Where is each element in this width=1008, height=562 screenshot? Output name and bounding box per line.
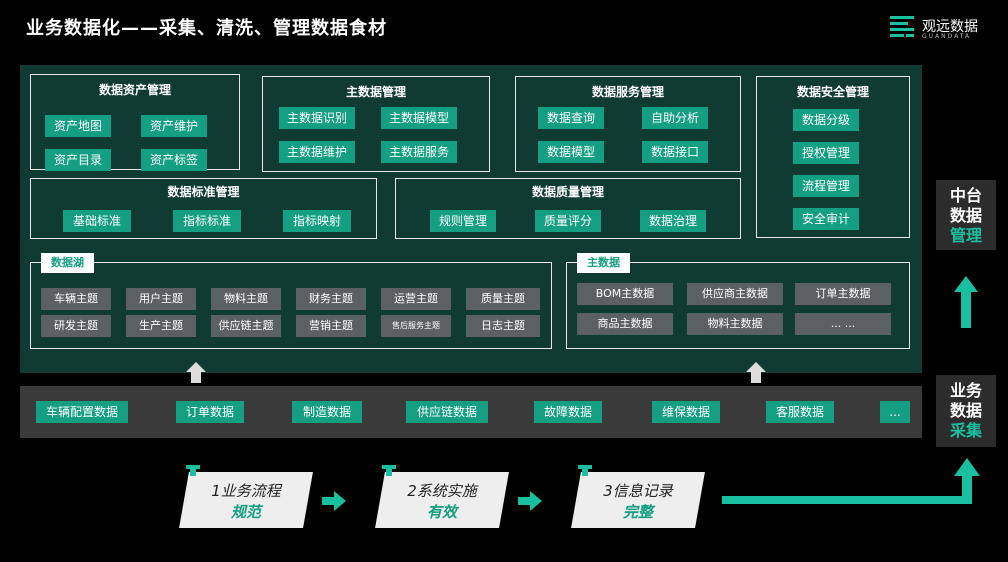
business-data-band: 车辆配置数据 订单数据 制造数据 供应链数据 故障数据 维保数据 客服数据 ..…	[20, 386, 922, 438]
master-maintain-button[interactable]: 主数据维护	[279, 141, 355, 163]
source-supply-chain[interactable]: 供应链数据	[406, 401, 488, 423]
asset-map-button[interactable]: 资产地图	[45, 115, 111, 137]
step-1: 1业务流程 规范	[179, 472, 313, 528]
side-bottom-line1: 业务	[949, 381, 982, 400]
pin-icon	[382, 465, 396, 476]
side-label-platform: 中台 数据 管理	[936, 180, 996, 250]
side-top-line3: 管理	[949, 226, 982, 245]
master-data-item[interactable]: 订单主数据	[795, 283, 891, 305]
step-3: 3信息记录 完整	[571, 472, 705, 528]
logo-name: 观远数据	[922, 19, 978, 35]
side-label-business: 业务 数据 采集	[936, 375, 996, 447]
elbow-arrow-icon	[722, 458, 980, 504]
data-lake-tag: 数据湖	[41, 253, 94, 273]
master-data-tag: 主数据	[577, 253, 630, 273]
lake-item[interactable]: 物料主题	[211, 288, 281, 310]
quality-mgmt-box: 数据质量管理 规则管理 质量评分 数据治理	[395, 178, 741, 239]
process-mgmt-button[interactable]: 流程管理	[793, 175, 859, 197]
side-bottom-line2: 数据	[949, 401, 982, 420]
service-mgmt-box: 数据服务管理 数据查询 自助分析 数据模型 数据接口	[515, 76, 741, 172]
lake-item[interactable]: 用户主题	[126, 288, 196, 310]
security-mgmt-title: 数据安全管理	[796, 85, 869, 99]
service-mgmt-title: 数据服务管理	[591, 85, 664, 99]
step-2: 2系统实施 有效	[375, 472, 509, 528]
basic-standard-button[interactable]: 基础标准	[63, 210, 131, 232]
middle-platform-panel: 数据资产管理 资产地图 资产维护 资产目录 资产标签 主数据管理 主数据识别 主…	[20, 65, 922, 373]
step-2-subtitle: 有效	[426, 503, 457, 521]
logo: 观远数据 GUANDATA	[888, 14, 998, 44]
data-query-button[interactable]: 数据查询	[538, 107, 604, 129]
source-customer-service[interactable]: 客服数据	[766, 401, 834, 423]
master-data-box: 主数据 BOM主数据 供应商主数据 订单主数据 商品主数据 物料主数据 ... …	[566, 253, 910, 349]
logo-tagline: GUANDATA	[922, 33, 972, 40]
asset-tag-button[interactable]: 资产标签	[141, 149, 207, 171]
step-3-title: 3信息记录	[603, 482, 673, 500]
asset-mgmt-box: 数据资产管理 资产地图 资产维护 资产目录 资产标签	[30, 74, 240, 171]
master-identify-button[interactable]: 主数据识别	[279, 107, 355, 129]
up-arrow-icon	[186, 362, 206, 383]
lake-item[interactable]: 生产主题	[126, 315, 196, 337]
master-mgmt-box: 主数据管理 主数据识别 主数据模型 主数据维护 主数据服务	[262, 76, 490, 172]
data-api-button[interactable]: 数据接口	[642, 141, 708, 163]
source-order[interactable]: 订单数据	[176, 401, 244, 423]
quality-score-button[interactable]: 质量评分	[535, 210, 601, 232]
master-data-item[interactable]: ... ...	[795, 313, 891, 335]
lake-item[interactable]: 售后服务主题	[381, 315, 451, 337]
asset-catalog-button[interactable]: 资产目录	[45, 149, 111, 171]
page-title: 业务数据化——采集、清洗、管理数据食材	[26, 18, 387, 39]
up-arrow-icon	[954, 276, 978, 328]
standard-mgmt-title: 数据标准管理	[167, 185, 240, 199]
master-service-button[interactable]: 主数据服务	[381, 141, 457, 163]
step-1-subtitle: 规范	[230, 503, 261, 521]
lake-item[interactable]: 营销主题	[296, 315, 366, 337]
step-3-subtitle: 完整	[622, 503, 653, 521]
metric-mapping-button[interactable]: 指标映射	[283, 210, 351, 232]
right-arrow-icon	[518, 491, 542, 511]
lake-item[interactable]: 研发主题	[41, 315, 111, 337]
quality-mgmt-title: 数据质量管理	[531, 185, 604, 199]
source-manufacturing[interactable]: 制造数据	[292, 401, 362, 423]
master-mgmt-title: 主数据管理	[345, 85, 406, 99]
asset-mgmt-title: 数据资产管理	[98, 83, 171, 97]
master-model-button[interactable]: 主数据模型	[381, 107, 457, 129]
source-fault[interactable]: 故障数据	[534, 401, 602, 423]
data-governance-button[interactable]: 数据治理	[640, 210, 706, 232]
pin-icon	[578, 465, 592, 476]
metric-standard-button[interactable]: 指标标准	[173, 210, 241, 232]
lake-item[interactable]: 财务主题	[296, 288, 366, 310]
data-grading-button[interactable]: 数据分级	[793, 109, 859, 131]
up-arrow-icon	[746, 362, 766, 383]
lake-item[interactable]: 车辆主题	[41, 288, 111, 310]
self-analysis-button[interactable]: 自助分析	[642, 107, 708, 129]
master-data-item[interactable]: 供应商主数据	[687, 283, 783, 305]
pin-icon	[186, 465, 200, 476]
security-mgmt-box: 数据安全管理 数据分级 授权管理 流程管理 安全审计	[756, 76, 910, 238]
right-arrow-icon	[322, 491, 346, 511]
step-1-title: 1业务流程	[211, 482, 281, 500]
master-data-item[interactable]: 物料主数据	[687, 313, 783, 335]
step-2-title: 2系统实施	[407, 482, 477, 500]
asset-maintain-button[interactable]: 资产维护	[141, 115, 207, 137]
lake-item[interactable]: 供应链主题	[211, 315, 281, 337]
source-vehicle-config[interactable]: 车辆配置数据	[36, 401, 128, 423]
security-audit-button[interactable]: 安全审计	[793, 208, 859, 230]
rule-mgmt-button[interactable]: 规则管理	[430, 210, 496, 232]
data-model-button[interactable]: 数据模型	[538, 141, 604, 163]
lake-item[interactable]: 质量主题	[466, 288, 540, 310]
lake-item[interactable]: 日志主题	[466, 315, 540, 337]
auth-mgmt-button[interactable]: 授权管理	[793, 142, 859, 164]
logo-icon	[890, 16, 914, 37]
master-data-item[interactable]: 商品主数据	[577, 313, 673, 335]
source-maintenance[interactable]: 维保数据	[652, 401, 720, 423]
lake-item[interactable]: 运营主题	[381, 288, 451, 310]
master-data-item[interactable]: BOM主数据	[577, 283, 673, 305]
standard-mgmt-box: 数据标准管理 基础标准 指标标准 指标映射	[30, 178, 377, 239]
side-bottom-line3: 采集	[949, 421, 982, 440]
data-lake-box: 数据湖 车辆主题 用户主题 物料主题 财务主题 运营主题 质量主题 研发主题 生…	[30, 253, 552, 349]
side-top-line1: 中台	[949, 186, 982, 205]
side-top-line2: 数据	[949, 206, 982, 225]
source-more[interactable]: ...	[880, 401, 910, 423]
